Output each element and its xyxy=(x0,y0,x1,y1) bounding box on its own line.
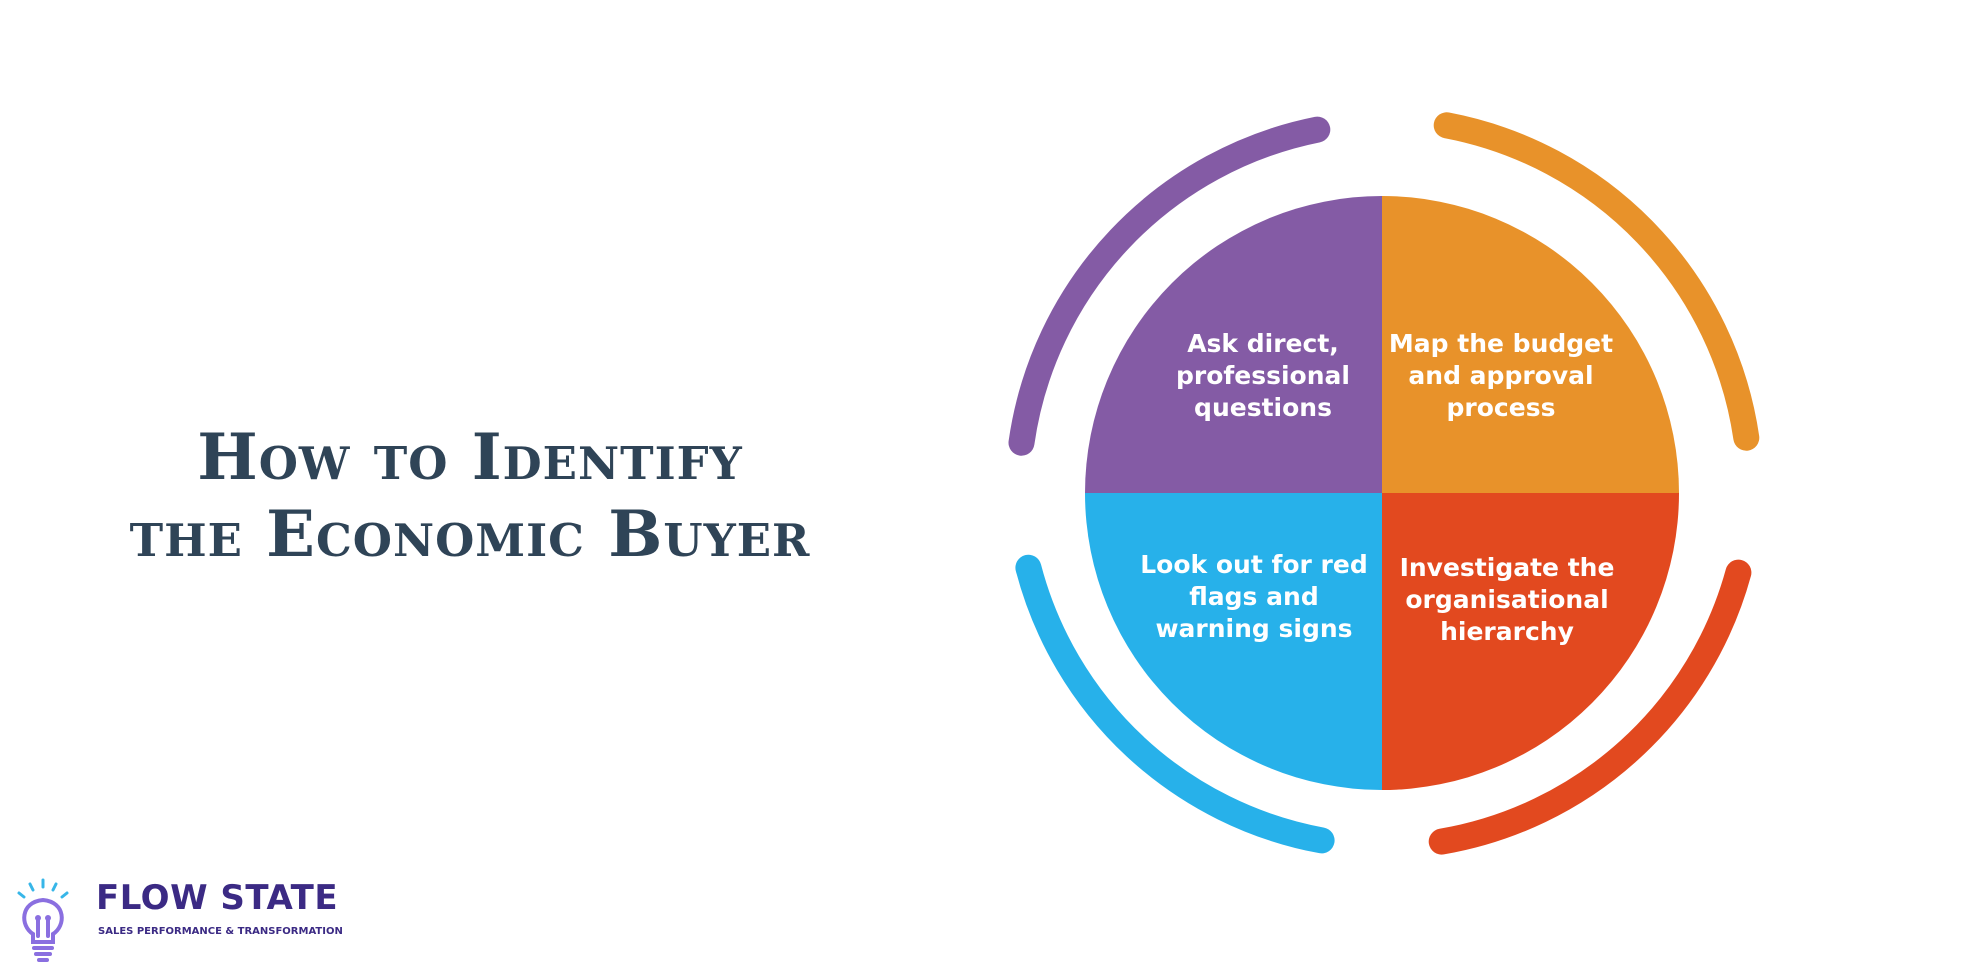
logo-tagline: SALES PERFORMANCE & TRANSFORMATION xyxy=(98,926,343,937)
quadrant-top-right-label: Map the budget and approval process xyxy=(1386,328,1616,424)
label-line: questions xyxy=(1194,393,1332,422)
quadrant-bottom-left xyxy=(1085,493,1382,790)
label-line: warning signs xyxy=(1155,614,1353,643)
quadrant-top-left-label: Ask direct, professional questions xyxy=(1148,328,1378,424)
arc-top-right xyxy=(1433,112,1760,451)
page-title: How to Identify the Economic Buyer xyxy=(50,420,890,574)
arc-top-left xyxy=(1008,116,1331,456)
label-line: process xyxy=(1446,393,1556,422)
light-rays xyxy=(17,878,69,899)
label-line: Look out for red xyxy=(1140,550,1368,579)
label-line: and approval xyxy=(1408,361,1594,390)
title-line-2: the Economic Buyer xyxy=(129,496,811,572)
label-line: flags and xyxy=(1189,582,1319,611)
quadrant-bottom-right-label: Investigate the organisational hierarchy xyxy=(1392,552,1622,648)
label-line: Ask direct, xyxy=(1187,329,1339,358)
title-line-1: How to Identify xyxy=(197,420,743,495)
label-line: hierarchy xyxy=(1440,617,1574,646)
bulb-body xyxy=(22,897,64,962)
bulb-node-right xyxy=(45,915,51,921)
quadrant-top-left xyxy=(1085,196,1382,493)
bulb-node-left xyxy=(35,915,41,921)
flow-state-logo: FLOW STATE SALES PERFORMANCE & TRANSFORM… xyxy=(10,878,370,968)
arc-bottom-left xyxy=(1015,554,1335,854)
label-line: Map the budget xyxy=(1388,329,1614,358)
logo-name: FLOW STATE xyxy=(96,878,339,918)
quadrant-top-right xyxy=(1382,196,1679,493)
lightbulb-icon xyxy=(17,878,69,962)
arc-bottom-right xyxy=(1428,559,1752,855)
label-line: organisational xyxy=(1405,585,1609,614)
label-line: professional xyxy=(1176,361,1350,390)
quadrant-bottom-left-label: Look out for red flags and warning signs xyxy=(1139,549,1369,645)
label-line: Investigate the xyxy=(1399,553,1615,582)
quadrant-bottom-right xyxy=(1382,493,1679,790)
